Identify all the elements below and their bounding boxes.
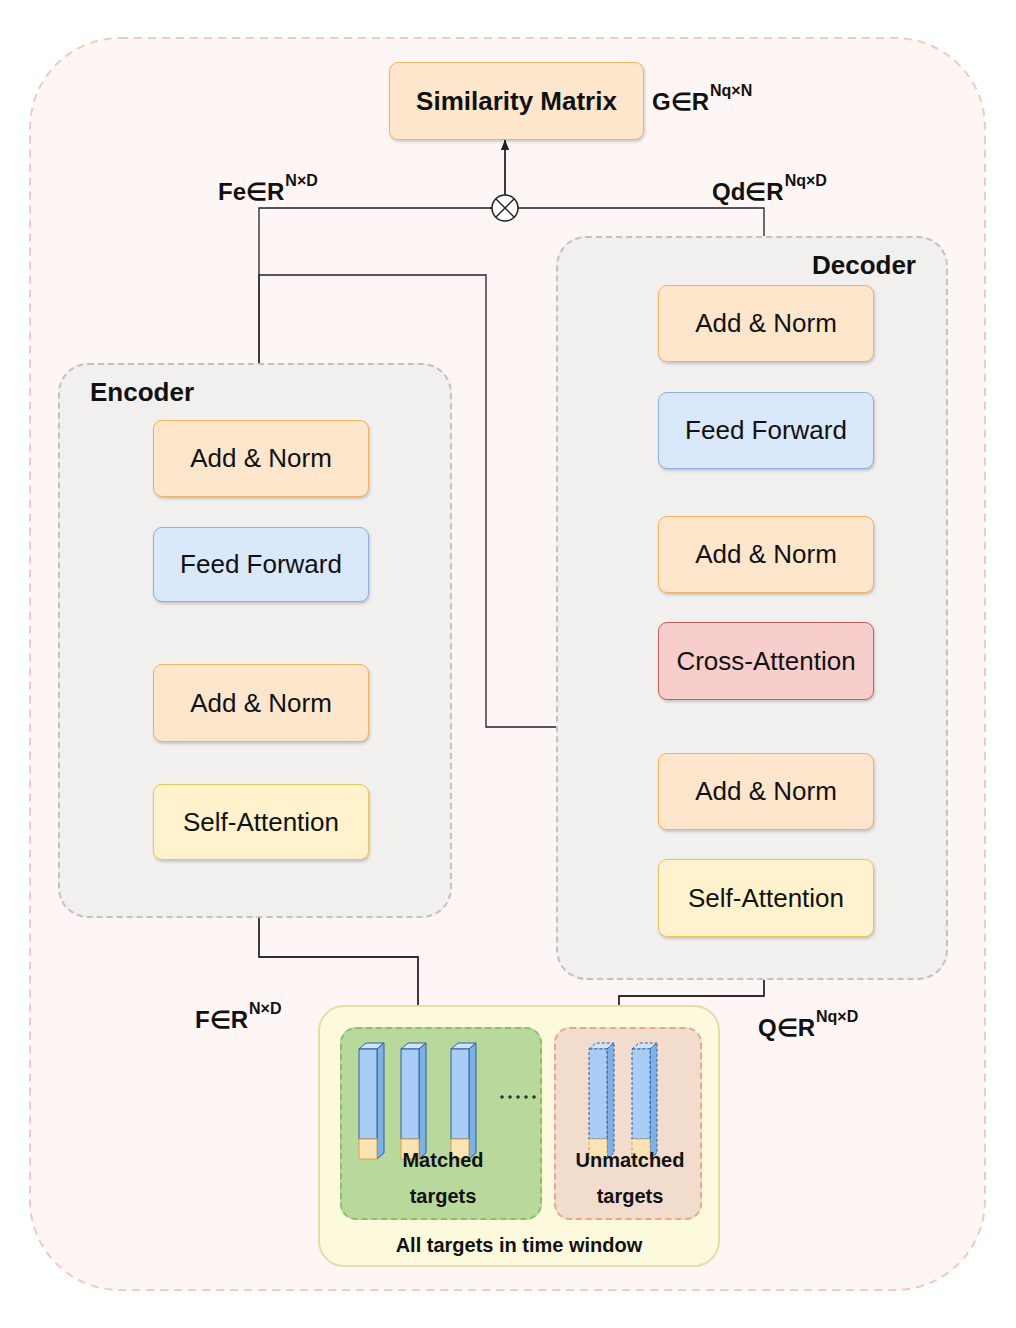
group-label: All targets in time window (320, 1234, 718, 1257)
box-label: Self-Attention (688, 883, 844, 914)
ellipsis-dot (532, 1095, 536, 1099)
group-heading: Encoder (90, 377, 194, 408)
target-token (359, 1043, 384, 1159)
box-label: Add & Norm (695, 539, 837, 570)
box-label: Add & Norm (695, 776, 837, 807)
group-label: Unmatched targets (565, 1142, 695, 1214)
math-label: G∈R (652, 88, 709, 116)
add-norm-box: Add & Norm (153, 420, 369, 497)
math-label: F∈R (195, 1006, 248, 1034)
add-norm-box: Add & Norm (153, 664, 369, 742)
math-superscript: Nq×D (816, 1008, 858, 1026)
math-label: Q∈R (758, 1014, 815, 1042)
encoder-group: EncoderAdd & NormFeed ForwardAdd & NormS… (58, 363, 452, 918)
ellipsis-dot (500, 1095, 504, 1099)
input-window-box: All targets in time window Matched target… (318, 1005, 720, 1267)
group-label: Matched targets (383, 1142, 503, 1214)
feed-forward-box: Feed Forward (658, 392, 874, 469)
ellipsis-dot (524, 1095, 528, 1099)
math-superscript: Nq×D (785, 172, 827, 190)
add-norm-box: Add & Norm (658, 516, 874, 593)
unmatched-targets-box: Unmatched targets (554, 1027, 702, 1220)
math-label: Fe∈R (218, 178, 284, 206)
box-label: Add & Norm (190, 688, 332, 719)
ellipsis-dot (516, 1095, 520, 1099)
box-label: Similarity Matrix (416, 86, 617, 117)
multiply-symbol (492, 195, 518, 221)
box-label: Feed Forward (180, 549, 342, 580)
math-superscript: N×D (249, 1000, 281, 1018)
self-attention-box: Self-Attention (153, 784, 369, 860)
box-label: Self-Attention (183, 807, 339, 838)
target-token (451, 1043, 476, 1159)
add-norm-box: Add & Norm (658, 285, 874, 362)
box-label: Cross-Attention (676, 646, 855, 677)
matched-targets-box: Matched targets (340, 1027, 542, 1220)
target-token (632, 1043, 657, 1159)
add-norm-box: Add & Norm (658, 753, 874, 830)
self-attention-box: Self-Attention (658, 859, 874, 937)
target-token (401, 1043, 426, 1159)
outer-frame-outline (30, 38, 985, 1290)
group-heading: Decoder (812, 250, 916, 281)
feed-forward-box: Feed Forward (153, 527, 369, 602)
output-box: Similarity Matrix (389, 62, 644, 140)
math-superscript: Nq×N (710, 82, 752, 100)
box-label: Add & Norm (190, 443, 332, 474)
cross-attention-box: Cross-Attention (658, 622, 874, 700)
math-superscript: N×D (285, 172, 317, 190)
decoder-group: DecoderAdd & NormFeed ForwardAdd & NormC… (556, 236, 948, 980)
ellipsis-dot (508, 1095, 512, 1099)
math-label: Qd∈R (712, 178, 784, 206)
box-label: Add & Norm (695, 308, 837, 339)
box-label: Feed Forward (685, 415, 847, 446)
target-token (589, 1043, 614, 1159)
